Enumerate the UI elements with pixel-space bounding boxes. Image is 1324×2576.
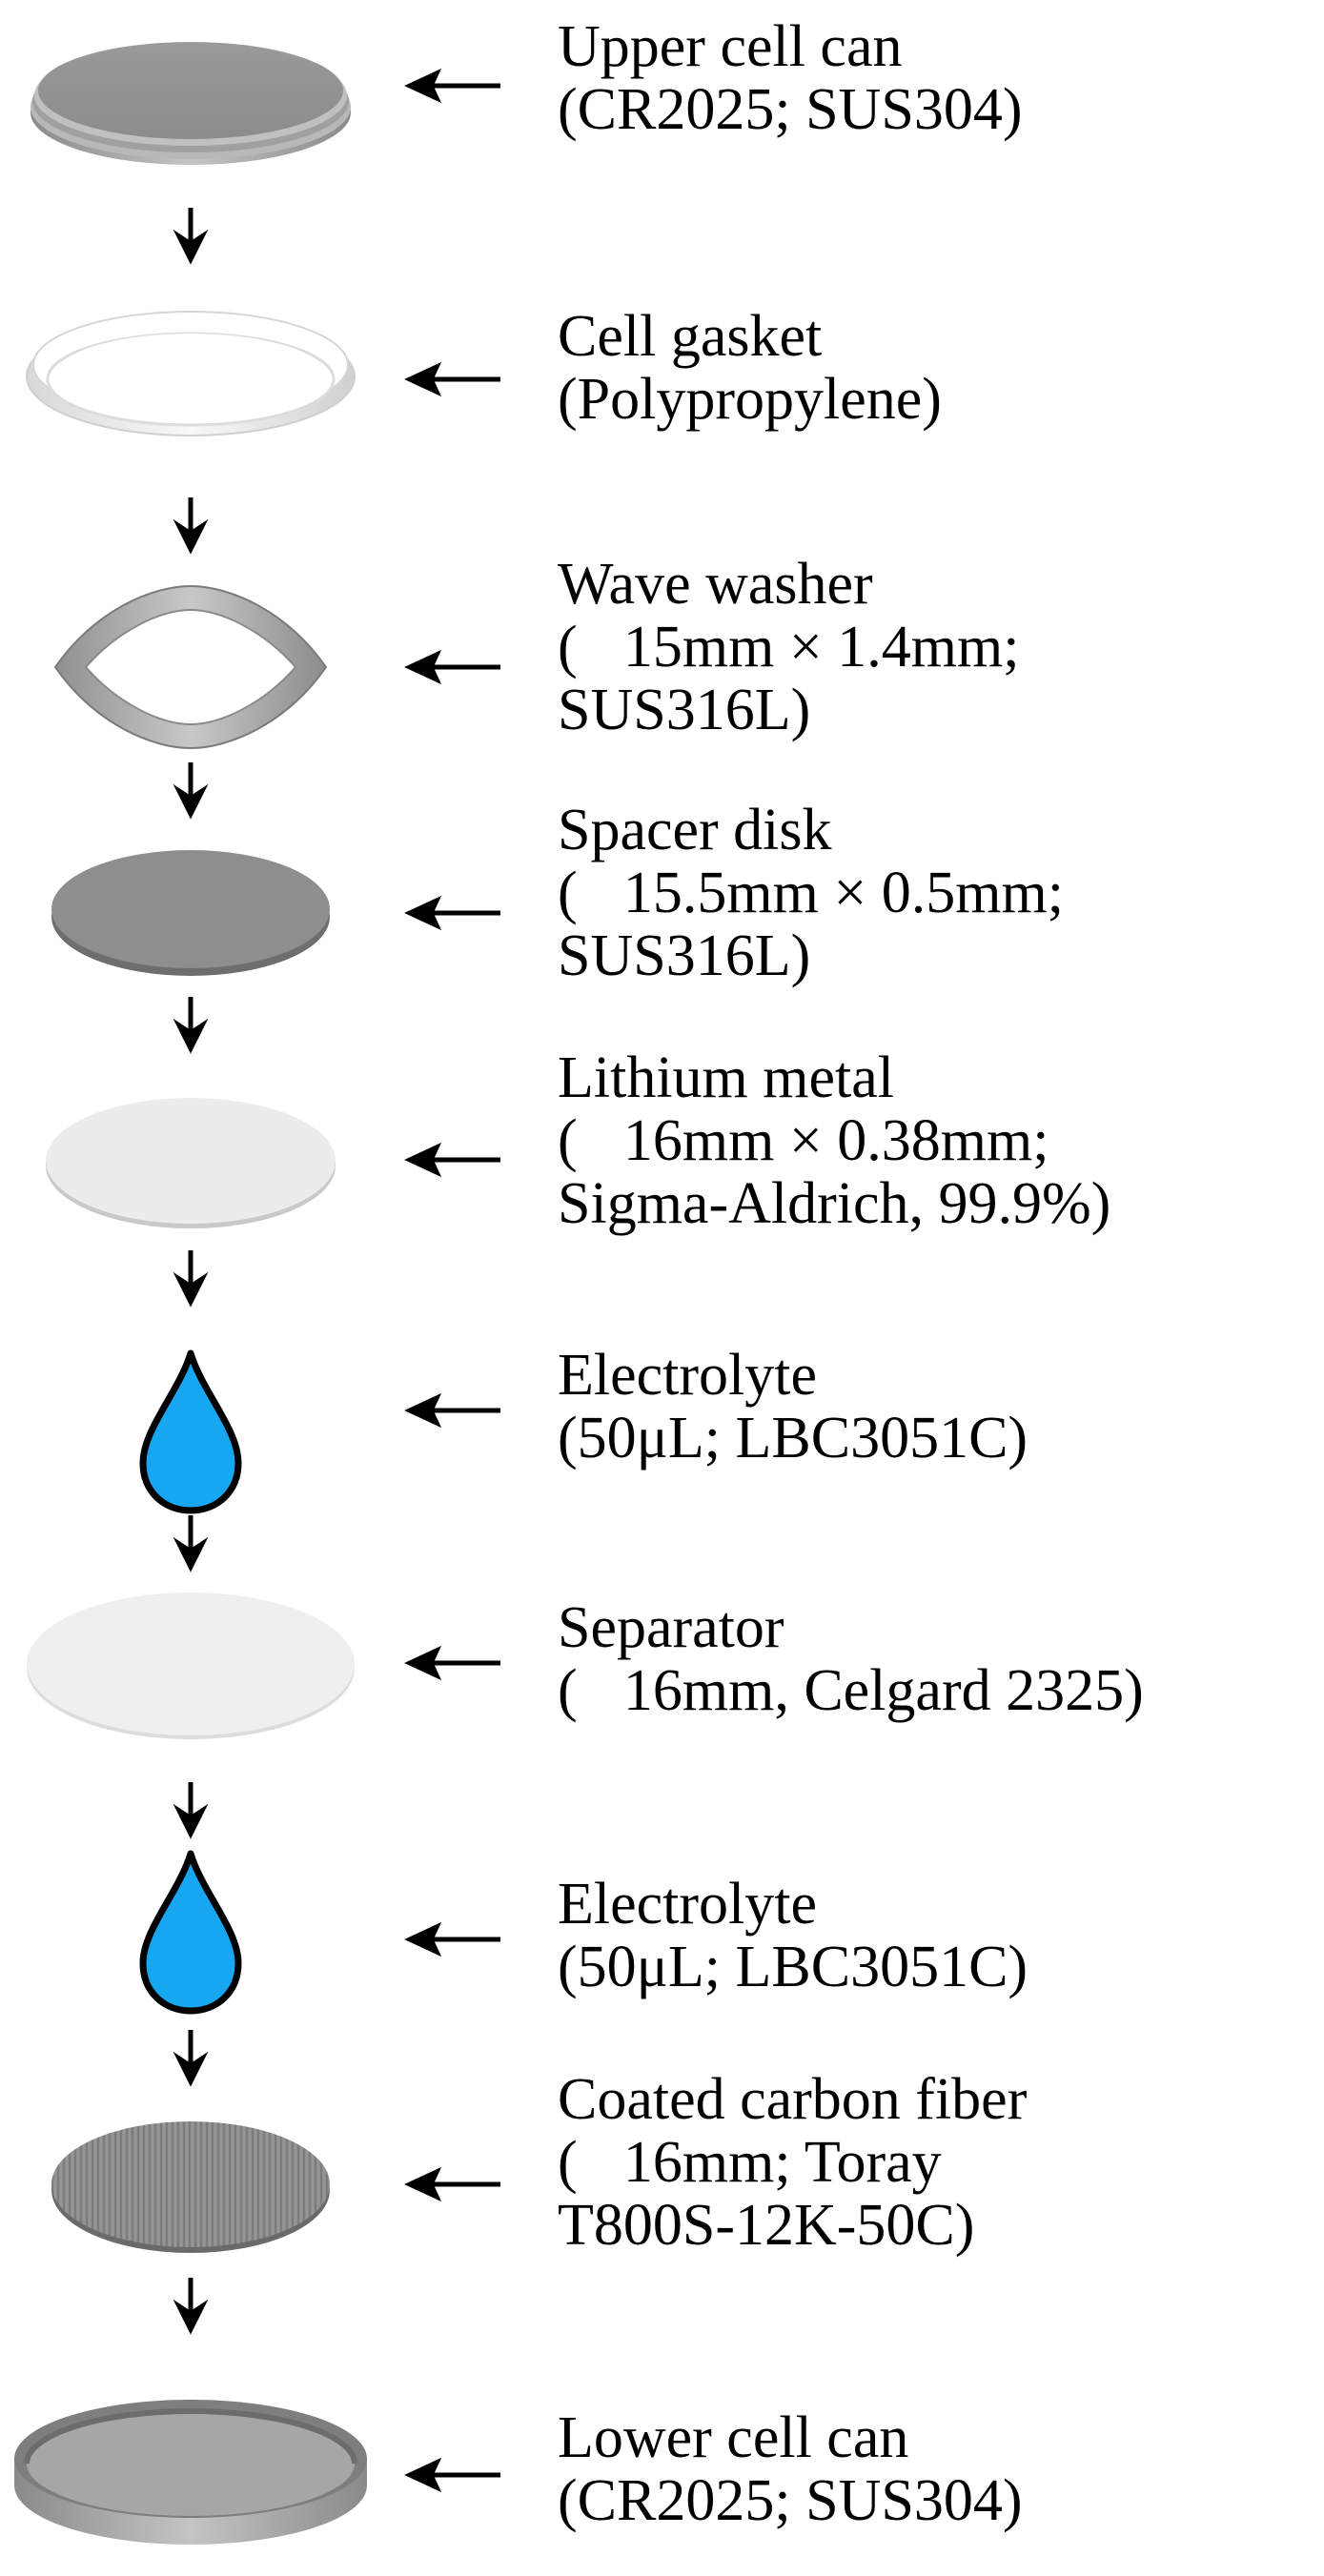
- left-arrow-10: [404, 2457, 500, 2493]
- label-line: (Polypropylene): [558, 367, 942, 432]
- wave-washer-icon: [53, 584, 328, 750]
- down-arrow-8: [173, 2030, 209, 2087]
- label-wave-washer: Wave washer (⃠15mm × 1.4mm; SUS316L): [558, 553, 1320, 741]
- label-electrolyte-2: Electrolyte (50μL; LBC3051C): [558, 1873, 1320, 1998]
- label-line: (CR2025; SUS304): [558, 2468, 1023, 2533]
- left-arrow-3: [404, 649, 500, 685]
- label-arrows: [404, 68, 500, 2493]
- left-arrow-1: [404, 68, 500, 104]
- label-line: (⃠16mm, Celgard 2325): [558, 1658, 1144, 1723]
- electrolyte-droplet-icon-1: [139, 1349, 242, 1514]
- label-electrolyte-1: Electrolyte (50μL; LBC3051C): [558, 1344, 1320, 1470]
- down-arrow-4: [173, 997, 209, 1054]
- lower-cell-can-icon: [14, 2400, 367, 2545]
- label-line: (⃠16mm × 0.38mm;: [558, 1108, 1049, 1173]
- flow-arrows: [173, 208, 209, 2335]
- label-spacer-disk: Spacer disk (⃠15.5mm × 0.5mm; SUS316L): [558, 799, 1320, 987]
- label-line: Lower cell can: [558, 2405, 909, 2470]
- down-arrow-6: [173, 1515, 209, 1572]
- label-line: Cell gasket: [558, 304, 823, 369]
- down-arrow-1: [173, 208, 209, 265]
- label-line: T800S-12K-50C): [558, 2193, 975, 2258]
- label-line: Electrolyte: [558, 1872, 817, 1937]
- label-line: Lithium metal: [558, 1045, 894, 1110]
- label-line: Coated carbon fiber: [558, 2067, 1028, 2132]
- label-line: (⃠16mm; Toray: [558, 2130, 942, 2195]
- left-arrow-5: [404, 1142, 500, 1178]
- left-arrow-9: [404, 2166, 500, 2202]
- down-arrow-5: [173, 1250, 209, 1308]
- down-arrow-2: [173, 497, 209, 555]
- separator-icon: [27, 1592, 355, 1739]
- upper-cell-can-icon: [31, 42, 351, 165]
- label-line: SUS316L): [558, 923, 811, 988]
- label-upper-cell-can: Upper cell can (CR2025; SUS304): [558, 15, 1320, 141]
- label-line: Wave washer: [558, 552, 873, 617]
- label-cell-gasket: Cell gasket (Polypropylene): [558, 305, 1320, 431]
- down-arrow-9: [173, 2278, 209, 2335]
- down-arrow-3: [173, 762, 209, 820]
- label-line: (50μL; LBC3051C): [558, 1406, 1029, 1471]
- label-line: (⃠15.5mm × 0.5mm;: [558, 861, 1064, 925]
- label-line: (50μL; LBC3051C): [558, 1935, 1029, 1999]
- label-lower-cell-can: Lower cell can (CR2025; SUS304): [558, 2406, 1320, 2532]
- label-line: Upper cell can: [558, 14, 903, 79]
- label-line: SUS316L): [558, 678, 811, 742]
- label-separator: Separator (⃠16mm, Celgard 2325): [558, 1596, 1320, 1722]
- coated-carbon-fiber-icon: [51, 2121, 330, 2253]
- label-line: (CR2025; SUS304): [558, 77, 1023, 142]
- left-arrow-6: [404, 1392, 500, 1429]
- down-arrow-7: [173, 1782, 209, 1839]
- label-line: Sigma-Aldrich, 99.9%): [558, 1171, 1111, 1236]
- left-arrow-7: [404, 1645, 500, 1681]
- cell-gasket-icon: [26, 311, 356, 436]
- left-arrow-8: [404, 1921, 500, 1957]
- label-line: Spacer disk: [558, 798, 832, 862]
- label-line: Electrolyte: [558, 1343, 817, 1408]
- label-lithium-metal: Lithium metal (⃠16mm × 0.38mm; Sigma-Ald…: [558, 1046, 1320, 1235]
- label-coated-carbon-fiber: Coated carbon fiber (⃠16mm; Toray T800S-…: [558, 2068, 1320, 2257]
- left-arrow-2: [404, 361, 500, 397]
- spacer-disk-icon: [51, 850, 330, 976]
- left-arrow-4: [404, 895, 500, 931]
- lithium-metal-icon: [46, 1098, 336, 1228]
- electrolyte-droplet-icon-2: [139, 1850, 242, 2015]
- label-line: (⃠15mm × 1.4mm;: [558, 615, 1020, 679]
- label-line: Separator: [558, 1595, 784, 1660]
